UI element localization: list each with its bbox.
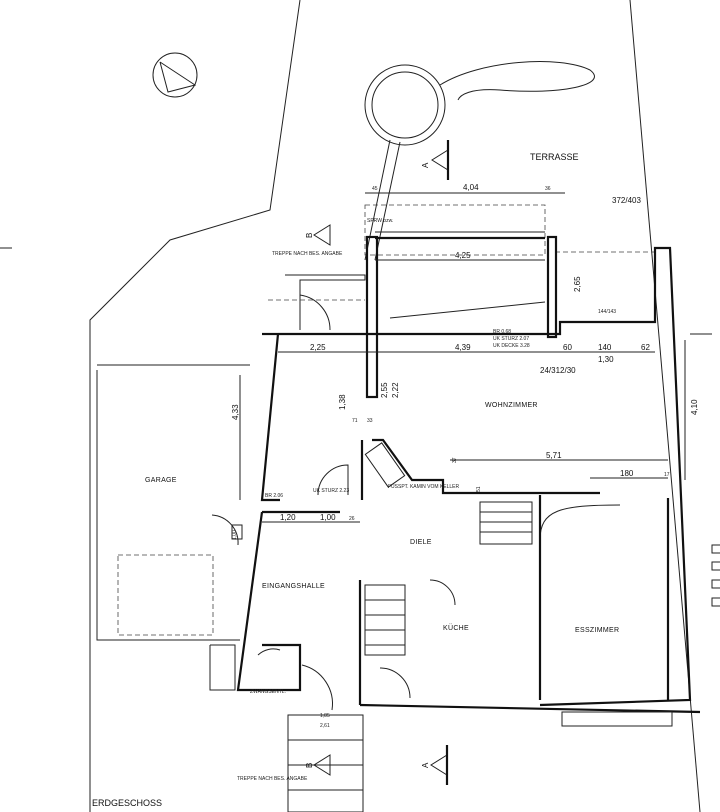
svg-text:4,10: 4,10 <box>690 399 699 415</box>
dimension-lines <box>239 192 686 523</box>
svg-text:B: B <box>305 233 314 238</box>
svg-text:1,00: 1,00 <box>320 513 336 522</box>
svg-text:26: 26 <box>349 516 355 522</box>
svg-text:2,22: 2,22 <box>391 382 400 398</box>
note-br-entry: BR 2.06 <box>265 493 283 499</box>
fireplace-icon <box>364 442 406 488</box>
svg-text:5,71: 5,71 <box>546 451 562 460</box>
svg-text:17: 17 <box>664 472 670 478</box>
garage-outline <box>96 370 240 641</box>
room-label-kueche: KÜCHE <box>443 624 469 632</box>
kitchen-stair <box>364 584 406 656</box>
room-label-eingangshalle: EINGANGSHALLE <box>262 583 325 590</box>
stair <box>479 501 533 545</box>
svg-text:51: 51 <box>476 486 482 492</box>
svg-text:4,25: 4,25 <box>455 251 471 260</box>
section-marker-icon <box>313 140 450 785</box>
svg-text:45: 45 <box>372 186 378 192</box>
room-label-wohnzimmer: WOHNZIMMER <box>485 402 538 409</box>
svg-text:2,55: 2,55 <box>380 382 389 398</box>
svg-text:71: 71 <box>352 418 358 424</box>
note-treppe-bottom: TREPPE NACH BES. ANGABE <box>237 776 308 782</box>
exterior-wall <box>278 246 692 707</box>
svg-text:140: 140 <box>598 343 612 352</box>
note-ratio: 144/143 <box>598 309 616 315</box>
room-label-zwangsentl: ZWANGSENTL. <box>250 689 286 695</box>
svg-text:A: A <box>421 762 430 768</box>
stair-top <box>285 274 366 330</box>
plot-boundary <box>89 0 301 812</box>
room-label-garage: GARAGE <box>145 477 177 484</box>
note-ratio: 372/403 <box>612 196 641 205</box>
svg-text:36: 36 <box>545 186 551 192</box>
svg-text:1,85: 1,85 <box>320 713 330 719</box>
svg-text:180: 180 <box>620 469 634 478</box>
note-decke-wohn: UK DECKE 3.28 <box>493 343 530 349</box>
dimension-labels: 4,04 45 36 4,25 2,25 4,39 60 140 62 1,30… <box>231 183 699 729</box>
note-treppe-top: TREPPE NACH BES. ANGABE <box>272 251 343 257</box>
terrace-outline <box>364 204 546 256</box>
svg-text:4,39: 4,39 <box>455 343 471 352</box>
garden-path <box>364 61 595 261</box>
svg-text:62: 62 <box>641 343 650 352</box>
south-wall <box>359 703 701 714</box>
room-label-diele: DIELE <box>410 539 432 546</box>
svg-text:37: 37 <box>452 457 458 463</box>
svg-text:1,30: 1,30 <box>598 355 614 364</box>
svg-text:B: B <box>305 763 314 768</box>
note-ratio: 24/312/30 <box>540 366 576 375</box>
wall-column <box>365 235 379 399</box>
entry-steps <box>287 714 364 812</box>
room-label-terrasse: TERRASSE <box>530 152 579 162</box>
exterior-wall-left <box>260 333 280 502</box>
svg-text:1,20: 1,20 <box>280 513 296 522</box>
entry-wall <box>236 511 302 692</box>
svg-text:1,38: 1,38 <box>338 394 347 410</box>
svg-text:2,25: 2,25 <box>310 343 326 352</box>
car-outline <box>117 554 214 636</box>
wall-column <box>546 235 558 339</box>
note-br-wohn: BR 0.68 <box>493 329 511 335</box>
note-kamin: FUSSPT. KAMIN VOM KELLER <box>388 484 460 490</box>
section-labels: A B A B <box>305 162 430 768</box>
svg-text:60: 60 <box>563 343 572 352</box>
drawing-title: ERDGESCHOSS <box>92 798 162 808</box>
svg-text:1,00: 1,00 <box>232 530 238 540</box>
door-swing <box>299 294 331 331</box>
stair-treads <box>480 511 532 533</box>
svg-text:33: 33 <box>367 418 373 424</box>
north-arrow-icon <box>152 52 198 98</box>
note-sprw: SPRW bzw. <box>367 218 393 224</box>
room-label-esszimmer: ESSZIMMER <box>575 627 619 634</box>
note-sturz-entry: UK STURZ 2.23 <box>313 488 349 494</box>
note-sturz-wohn: UK STURZ 2.07 <box>493 336 529 342</box>
svg-text:2,65: 2,65 <box>573 276 582 292</box>
svg-text:4,04: 4,04 <box>463 183 479 192</box>
svg-text:A: A <box>421 162 430 168</box>
svg-text:2,61: 2,61 <box>320 723 330 729</box>
svg-text:4,33: 4,33 <box>231 404 240 420</box>
legend-boxes <box>711 544 720 607</box>
